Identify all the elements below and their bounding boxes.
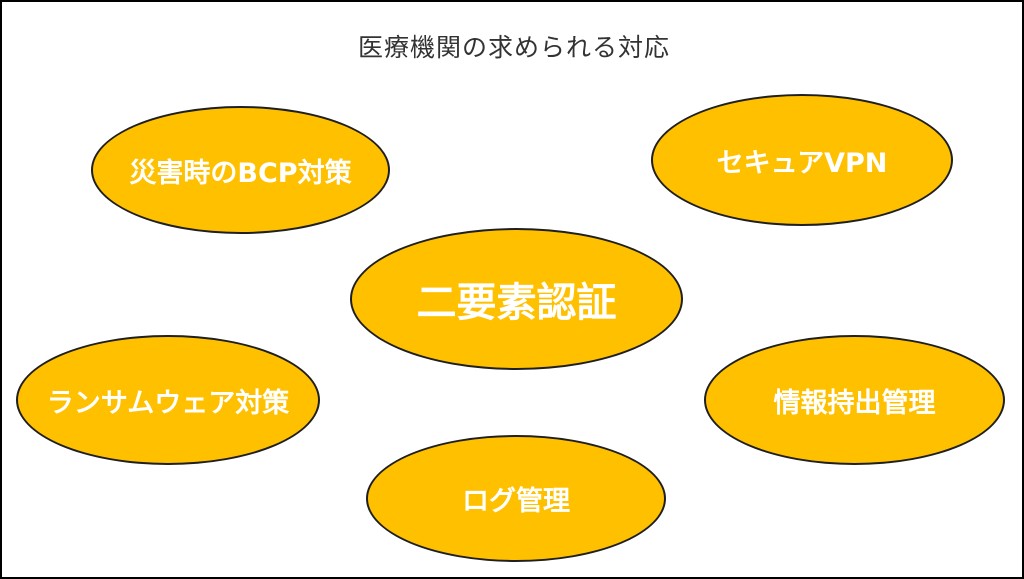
bubble-label: 二要素認証: [416, 280, 617, 326]
bubble-label: ログ管理: [462, 486, 570, 517]
bubble-label: 災害時のBCP対策: [129, 157, 352, 189]
bubble-log-management: ログ管理: [366, 435, 666, 562]
bubble-bcp: 災害時のBCP対策: [91, 106, 390, 234]
bubble-label: 情報持出管理: [773, 387, 936, 419]
bubble-two-factor-auth: 二要素認証: [350, 228, 683, 370]
bubble-label: セキュアVPN: [716, 147, 888, 179]
bubble-label: ランサムウェア対策: [46, 387, 290, 419]
diagram-title: 医療機関の求められる対応: [357, 33, 670, 62]
bubble-secure-vpn: セキュアVPN: [651, 94, 953, 226]
bubble-ransomware: ランサムウェア対策: [16, 335, 320, 465]
bubble-info-management: 情報持出管理: [704, 335, 1005, 465]
